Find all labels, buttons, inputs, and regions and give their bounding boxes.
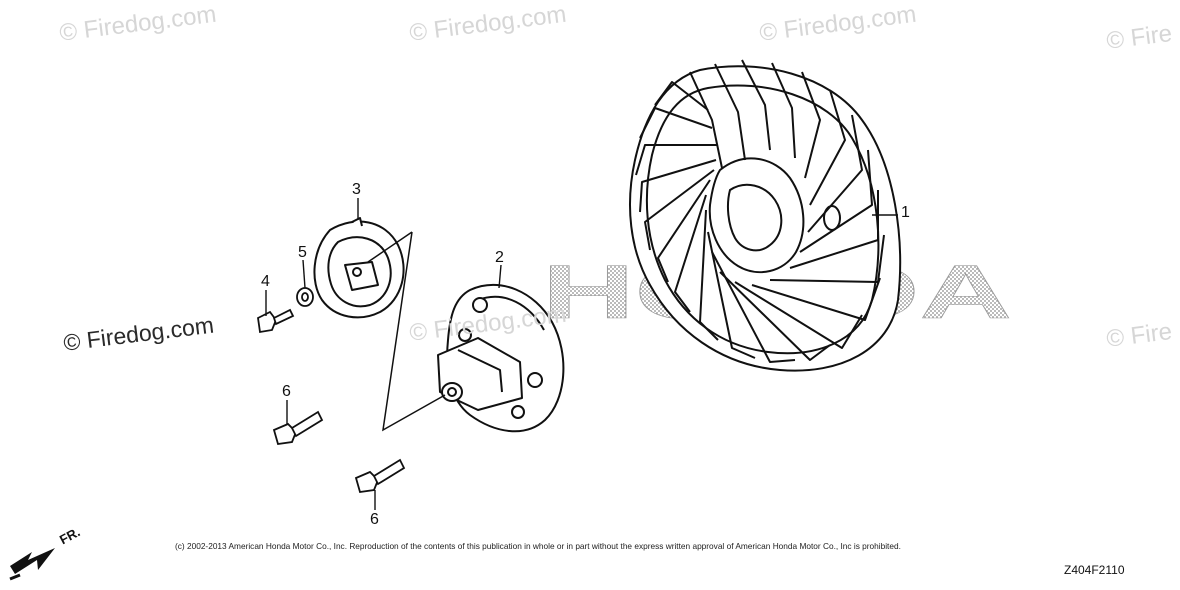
cooling-fan [629,59,902,372]
flange-bolt-upper [272,410,324,446]
callout-part-6-lower: 6 [370,511,379,528]
callout-part-2: 2 [495,249,504,266]
copyright-notice: (c) 2002-2013 American Honda Motor Co., … [175,541,901,551]
callout-part-5: 5 [298,244,307,261]
washer [296,287,314,307]
leader-lines [265,198,898,510]
small-bolt [257,308,295,334]
callout-part-1: 1 [901,204,910,221]
callout-part-4: 4 [261,273,270,290]
assembly-bracket [367,231,446,432]
starter-pulley [437,283,565,433]
diagram-part-code: Z404F2110 [1064,563,1125,577]
callout-part-3: 3 [352,181,361,198]
starter-cup [313,217,405,319]
front-direction-arrow-icon [9,548,55,581]
flange-bolt-lower [354,458,406,494]
callout-part-6: 6 [282,383,291,400]
